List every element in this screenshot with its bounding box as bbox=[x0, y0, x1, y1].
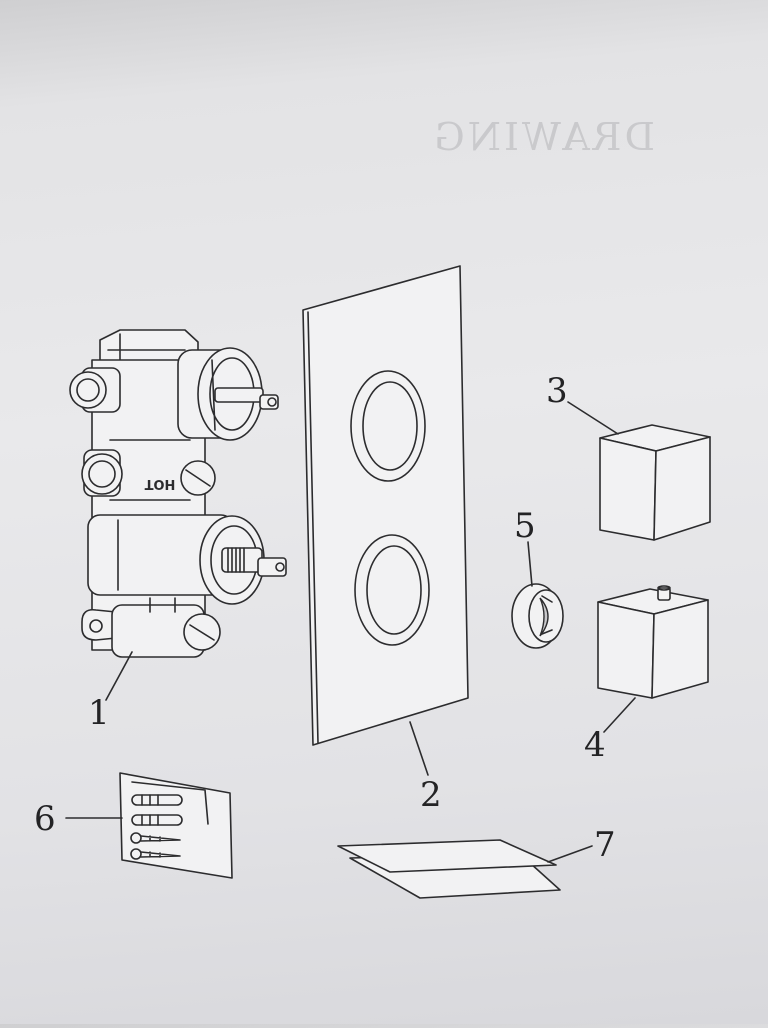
flange-ring bbox=[511, 583, 564, 649]
bleed-through-heading: DRAWING bbox=[431, 115, 655, 159]
screw bbox=[130, 832, 181, 844]
callout-1: 1 bbox=[88, 693, 110, 733]
callout-6: 6 bbox=[34, 799, 56, 839]
watermark-text: DRAWING bbox=[431, 115, 655, 159]
leader-line-2 bbox=[409, 721, 429, 776]
leader-line-7 bbox=[547, 845, 593, 863]
leader-line-5 bbox=[527, 541, 533, 587]
valve-body: HOT bbox=[69, 329, 287, 658]
wall-plug bbox=[131, 794, 183, 806]
callout-3: 3 bbox=[546, 371, 568, 411]
leader-line-4 bbox=[603, 697, 636, 733]
callout-7: 7 bbox=[594, 825, 616, 865]
control-knob bbox=[599, 424, 711, 541]
fixing-screws-pack bbox=[119, 772, 233, 879]
instruction-leaflet bbox=[337, 839, 561, 899]
cover-plate bbox=[302, 265, 469, 746]
callout-5: 5 bbox=[514, 506, 536, 546]
leader-line-1 bbox=[105, 651, 133, 701]
callout-2: 2 bbox=[420, 775, 442, 815]
callout-4: 4 bbox=[584, 725, 606, 765]
control-knob-with-pin bbox=[597, 585, 709, 699]
hot-marking: HOT bbox=[144, 476, 175, 491]
hot-label: HOT bbox=[144, 476, 175, 491]
leader-line-3 bbox=[567, 401, 619, 435]
wall-plug bbox=[131, 814, 183, 826]
screw bbox=[130, 848, 181, 860]
